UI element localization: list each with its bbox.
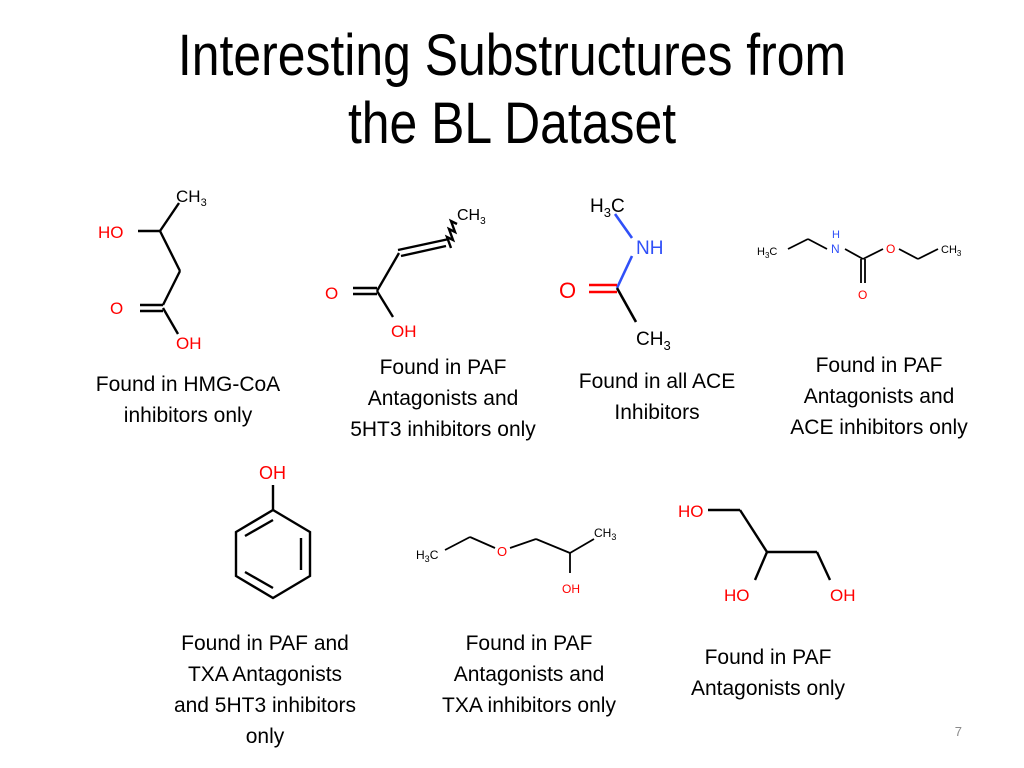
caption-hmg-coa: Found in HMG-CoA inhibitors only	[95, 373, 281, 427]
svg-text:CH3: CH3	[457, 207, 486, 227]
svg-text:HO: HO	[98, 223, 124, 242]
svg-text:HO: HO	[678, 502, 704, 521]
svg-text:CH3: CH3	[941, 244, 962, 258]
svg-text:NH: NH	[636, 238, 663, 259]
molecule-crotonic-acid: CH3 O OH	[325, 207, 486, 341]
slide-title: Interesting Substructures from the BL Da…	[72, 22, 953, 158]
caption-paf-5ht3: Found in PAF Antagonists and 5HT3 inhibi…	[350, 356, 536, 441]
svg-text:H3C: H3C	[757, 246, 777, 260]
svg-text:H: H	[832, 229, 840, 241]
svg-text:HO: HO	[724, 586, 750, 605]
molecule-phenol: OH	[234, 463, 312, 600]
caption-ace: Found in all ACE Inhibitors	[578, 370, 736, 424]
svg-text:O: O	[110, 299, 123, 318]
svg-text:OH: OH	[830, 586, 856, 605]
svg-text:OH: OH	[176, 334, 202, 353]
molecule-n-methylacetamide: H3C NH O CH3	[559, 196, 671, 353]
svg-text:O: O	[559, 278, 576, 303]
caption-paf-only: Found in PAF Antagonists only	[690, 646, 846, 700]
svg-text:OH: OH	[259, 463, 286, 483]
svg-text:N: N	[831, 242, 840, 256]
title-line-2: the BL Dataset	[347, 91, 677, 156]
svg-text:OH: OH	[562, 582, 580, 596]
svg-text:CH3: CH3	[594, 526, 616, 542]
molecule-glycerol: HO HO OH	[678, 502, 856, 605]
caption-paf-ace: Found in PAF Antagonists and ACE inhibit…	[790, 354, 968, 439]
molecule-ethyl-carbamate: H3C H N O O CH3	[757, 229, 962, 302]
molecule-hmg-coa-substructure: CH3 HO O OH	[98, 187, 207, 353]
page-number: 7	[954, 724, 962, 739]
svg-text:H3C: H3C	[416, 548, 439, 564]
caption-paf-txa-5ht3: Found in PAF and TXA Antagonists and 5HT…	[173, 632, 357, 748]
svg-text:O: O	[886, 242, 895, 256]
svg-text:CH3: CH3	[176, 187, 207, 209]
svg-text:O: O	[858, 288, 867, 302]
svg-text:OH: OH	[391, 322, 417, 341]
svg-text:H3C: H3C	[590, 196, 625, 220]
caption-paf-txa: Found in PAF Antagonists and TXA inhibit…	[442, 632, 616, 717]
svg-text:O: O	[325, 284, 338, 303]
molecule-ethoxypropanol: H3C O CH3 OH	[416, 526, 616, 596]
title-line-1: Interesting Substructures from	[177, 23, 847, 88]
svg-text:O: O	[497, 544, 507, 559]
svg-text:CH3: CH3	[636, 329, 671, 353]
